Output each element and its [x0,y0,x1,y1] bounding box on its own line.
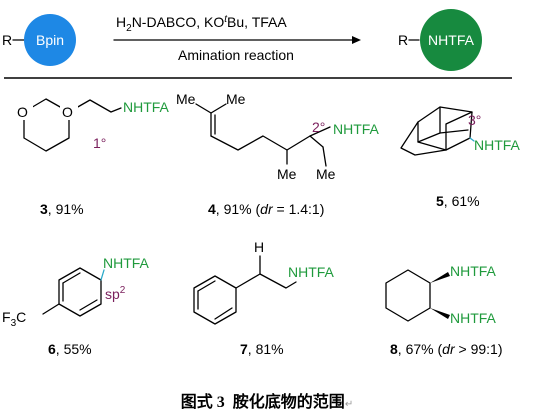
compound-5-degree-tag: 3° [468,112,481,128]
compound-4-yield: 4, 91% (dr = 1.4:1) [208,201,324,217]
compound-4-methyl-3: Me [277,166,297,182]
compound-6-cf3: F3C [2,309,26,329]
reactant-bpin-circle [24,14,76,66]
condition-label: Amination reaction [178,47,294,63]
caption-label: 图式 3 [180,394,225,411]
caption-text: 胺化底物的范围 [232,394,345,411]
compound-6-cf3-bond [42,303,60,315]
compound-4-amine: NHTFA [333,121,380,137]
compound-6-structure [42,267,105,317]
compound-4-structure [195,103,331,165]
compound-6-sp2-tag: sp2 [105,285,126,302]
compound-5-adamantane [400,106,475,156]
compound-6-amine: NHTFA [103,255,150,271]
compound-4-degree-tag: 2° [312,119,325,135]
compound-4-methyl-bond [322,146,327,167]
dioxane-ring [23,98,70,152]
caption-return-mark: ↵ [344,399,354,410]
product-r-label: R [398,32,408,48]
compound-3-structure [15,98,122,152]
compound-6-amine-bond [100,269,105,281]
compound-6-yield: 6, 55% [48,341,92,357]
compound-5-yield: 5, 61% [436,193,480,209]
reaction-scheme: R Bpin H2N-DABCO, KOtBu, TFAA Amination … [2,9,482,71]
compound-8-cyclohexane-ring [385,269,431,322]
compound-7-structure [193,255,297,325]
compound-4-methyl-4: Me [316,166,336,182]
compound-7-amine: NHTFA [288,264,335,280]
compound-3-oxygen-1: O [17,104,28,120]
product-nhtfa-label: NHTFA [428,32,475,48]
compound-7-benzene-ring [193,275,237,325]
compound-3-oxygen-2: O [62,104,73,120]
reactant-r-label: R [2,32,12,48]
compound-4-isopropylidene [195,103,227,114]
compound-7-hydrogen: H [254,239,264,255]
reaction-arrow-head [352,36,361,44]
reactant-bpin-label: Bpin [36,32,64,48]
compound-7-yield: 7, 81% [240,341,284,357]
compound-4-amine-bond [309,126,331,137]
compound-8-wedge-2 [430,308,450,319]
compound-4-methyl-2: Me [226,91,246,107]
compound-4-chain [210,135,324,151]
compound-5-amine-bond [469,137,475,142]
compound-8-yield: 8, 67% (dr > 99:1) [390,341,502,357]
compound-5-amine: NHTFA [474,137,521,153]
compound-8-amine-1: NHTFA [450,263,497,279]
compound-8-wedge-1 [430,272,450,283]
compound-8-structure [385,269,450,322]
compound-4-methyl-1: Me [176,91,196,107]
compound-8-amine-2: NHTFA [450,310,497,326]
product-nhtfa-circle [420,9,482,71]
compound-3-chain [68,99,122,113]
compound-3-amine: NHTFA [123,99,170,115]
compound-7-chain [235,273,297,289]
reagents-label: H2N-DABCO, KOtBu, TFAA [116,14,287,34]
caption-separator [225,394,233,411]
compound-6-benzene-ring [58,267,102,317]
compound-3-degree-tag: 1° [93,135,106,151]
figure-caption: 图式 3 胺化底物的范围↵ [0,388,534,412]
compound-3-yield: 3, 91% [40,201,84,217]
